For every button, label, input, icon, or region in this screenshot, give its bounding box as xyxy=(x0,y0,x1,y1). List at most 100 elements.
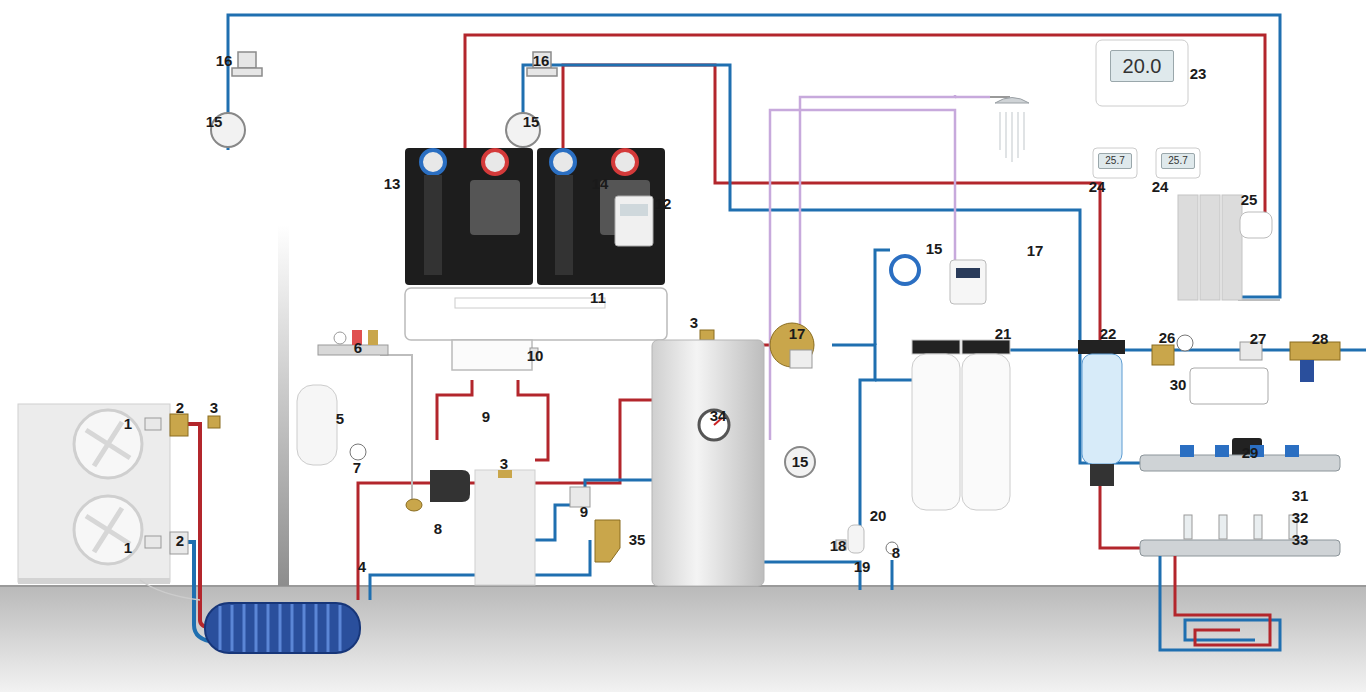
hydraulic-separator-10 xyxy=(452,340,538,370)
mixing-valve-15 xyxy=(785,447,815,477)
thermostat-body xyxy=(1093,148,1137,178)
dirt-separator-2 xyxy=(170,532,188,554)
backflow-preventer-28 xyxy=(1290,342,1340,382)
pump-group-14 xyxy=(613,150,637,174)
callout-number: 13 xyxy=(384,176,401,191)
house-wall xyxy=(278,225,289,586)
safety-group-6 xyxy=(318,330,388,355)
shower-head xyxy=(995,98,1029,104)
callout-number: 6 xyxy=(354,340,362,355)
controller-12 xyxy=(615,196,653,246)
control-module-30 xyxy=(1190,368,1268,404)
callout-number: 22 xyxy=(1100,326,1117,341)
pipes-blue xyxy=(228,15,1280,297)
floor-heating-loop xyxy=(1160,556,1280,650)
air-vent-3 xyxy=(208,416,220,428)
heat-pump-unit xyxy=(18,404,170,582)
floor-manifold-31 xyxy=(1215,445,1229,457)
floor-manifold-31 xyxy=(1184,515,1192,539)
display-text: 25.7 xyxy=(1105,156,1124,166)
callout-number: 10 xyxy=(527,348,544,363)
floor-heating-loop xyxy=(1175,556,1270,645)
callout-number: 35 xyxy=(629,532,646,547)
pump-group-13 xyxy=(470,180,520,235)
radiator-25 xyxy=(1178,195,1198,300)
callout-number: 26 xyxy=(1159,330,1176,345)
hot-water-tank xyxy=(652,340,764,586)
pipes-blue xyxy=(523,65,1140,463)
callout-number: 27 xyxy=(1250,331,1267,346)
hot-water-tank xyxy=(652,340,764,586)
circulation-pump-17 xyxy=(950,260,986,304)
callout-number: 29 xyxy=(1242,445,1259,460)
pump-group-14 xyxy=(551,150,575,174)
thermostat-display: 25.7 xyxy=(1098,153,1132,169)
filter-21 xyxy=(912,340,960,354)
buffer-tank xyxy=(475,470,535,585)
floor-manifold-31 xyxy=(1180,445,1194,457)
pump-group-13 xyxy=(421,150,445,174)
sludge-valve-35 xyxy=(595,520,620,562)
radiator-25 xyxy=(1200,195,1220,300)
callout-number: 3 xyxy=(500,456,508,471)
shower-head xyxy=(990,97,1029,162)
filter-22 xyxy=(1078,340,1125,486)
floor-manifold-31 xyxy=(1254,515,1262,539)
callout-number: 28 xyxy=(1312,331,1329,346)
thermostat-body xyxy=(1156,148,1200,178)
safety-group-6 xyxy=(318,345,388,355)
callout-number: 33 xyxy=(1292,532,1309,547)
callout-number: 5 xyxy=(336,411,344,426)
mixing-valve-15 xyxy=(211,113,815,477)
callout-number: 8 xyxy=(892,545,900,560)
pipes-blue xyxy=(535,540,590,575)
filter-21 xyxy=(912,354,960,510)
house-wall xyxy=(278,225,289,586)
filter-22 xyxy=(1090,464,1114,486)
gauge-7 xyxy=(350,444,366,460)
distribution-manifold-11 xyxy=(405,288,667,340)
sludge-valve-35 xyxy=(595,520,620,562)
callout-number: 1 xyxy=(124,540,132,555)
shower-head xyxy=(1000,112,1024,162)
floor-manifold-31 xyxy=(1140,540,1340,556)
floor-manifold-31 xyxy=(1219,515,1227,539)
pipes-blue xyxy=(891,560,894,590)
callout-number: 21 xyxy=(995,326,1012,341)
zone-valve-16 xyxy=(232,52,557,76)
thermostat-display: 25.7 xyxy=(1161,153,1195,169)
zone-valve-16 xyxy=(533,52,551,68)
callout-number: 15 xyxy=(926,241,943,256)
filter-21 xyxy=(962,340,1010,354)
heat-pump-unit xyxy=(86,508,130,552)
callout-number: 19 xyxy=(854,559,871,574)
motor-valve-9 xyxy=(430,470,470,502)
pressure-reducer-26 xyxy=(1152,345,1174,365)
distribution-manifold-11 xyxy=(455,298,605,308)
pump-group-13 xyxy=(424,175,442,275)
callout-number: 23 xyxy=(1190,66,1207,81)
callout-number: 20 xyxy=(870,508,887,523)
callout-number: 1 xyxy=(124,416,132,431)
air-vent-3 xyxy=(208,330,714,428)
circulation-pump-17 xyxy=(956,268,980,278)
pipes-domestic-hot-water xyxy=(800,95,955,330)
filter-22 xyxy=(1078,340,1125,354)
pump-group-13 xyxy=(483,150,507,174)
pump-group-14 xyxy=(537,148,665,285)
hydraulic-separator-10 xyxy=(452,340,532,370)
expansion-group-20 xyxy=(848,525,864,553)
safety-group-6 xyxy=(368,330,378,345)
radiator-25 xyxy=(1222,195,1242,300)
pipes-red xyxy=(518,380,548,460)
pipes-red xyxy=(535,400,652,483)
thermostat-body xyxy=(1096,40,1188,106)
mixing-valve-15 xyxy=(506,113,540,147)
circulation-pump-17 xyxy=(770,323,814,367)
callout-number: 2 xyxy=(176,533,184,548)
pipes-domestic-hot-water xyxy=(955,96,990,99)
ground-collector xyxy=(220,604,340,652)
radiator-25 xyxy=(1240,212,1272,238)
buffer-tank xyxy=(475,470,535,585)
